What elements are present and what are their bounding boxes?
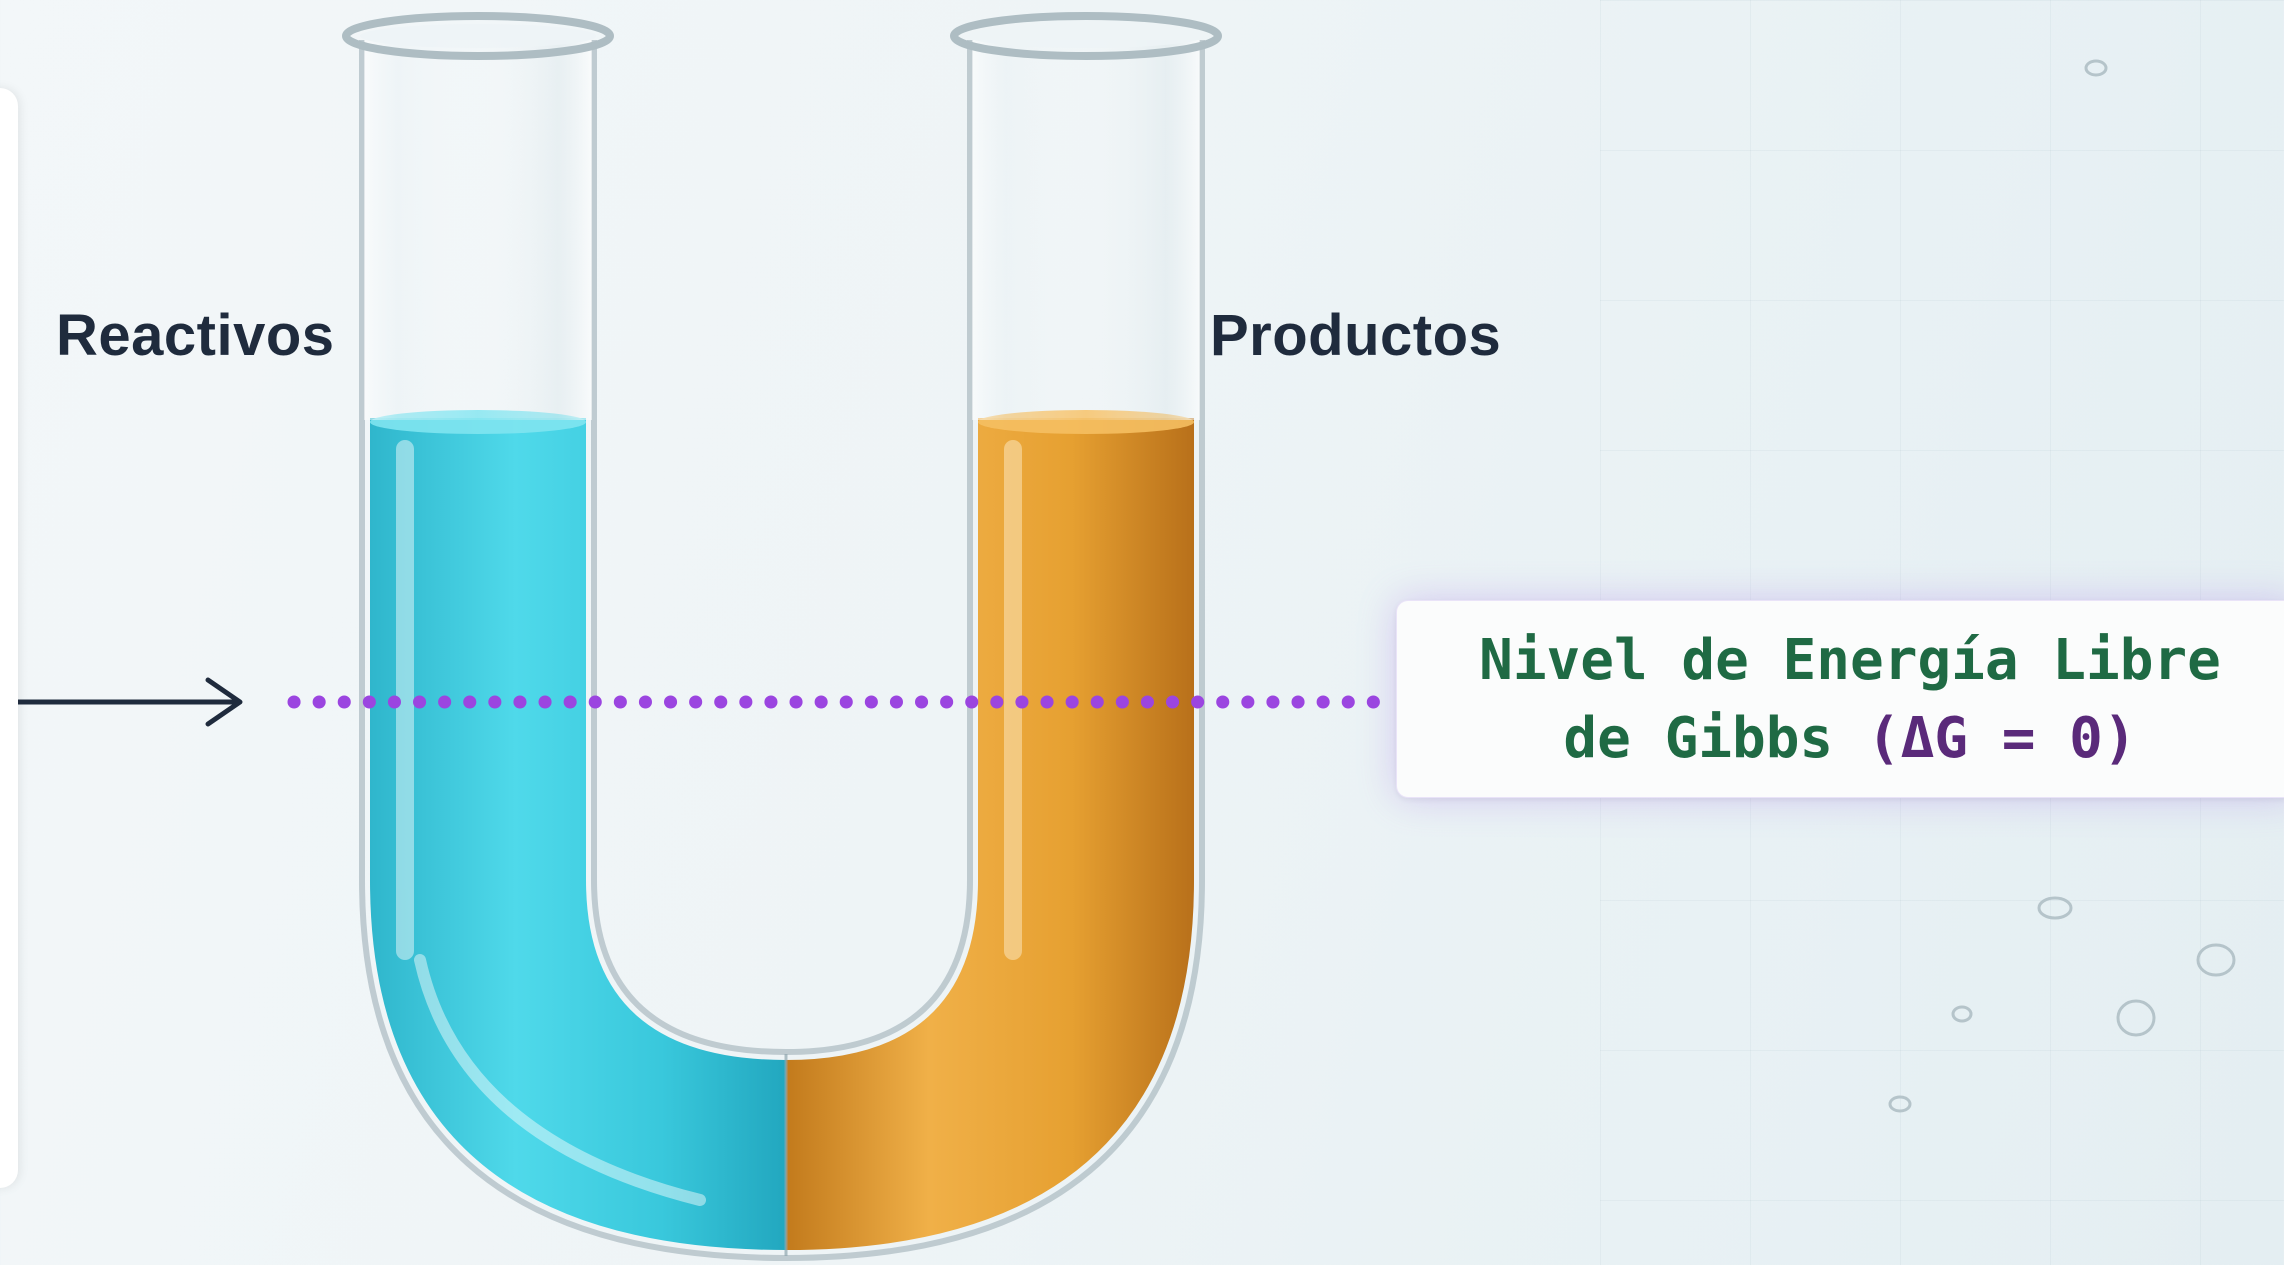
gibbs-energy-line1: Nivel de Energía Libre [1479, 628, 2221, 693]
gibbs-energy-line2: de Gibbs (ΔG = 0) [1420, 700, 2280, 778]
gibbs-energy-line2-prefix: de Gibbs [1563, 706, 1867, 771]
products-label: Productos [1210, 303, 1502, 368]
liquid-highlights [396, 440, 1022, 1206]
gibbs-equation: (ΔG = 0) [1866, 706, 2137, 771]
u-tube-icon [342, 12, 1222, 1262]
side-panel [0, 88, 18, 1188]
gibbs-energy-callout [1396, 600, 2284, 798]
gibbs-energy-text: Nivel de Energía Libre de Gibbs (ΔG = 0) [1420, 622, 2280, 778]
reactants-label: Reactivos [56, 303, 335, 368]
decorative-droplets [1888, 59, 2236, 1113]
arrow-right-icon [18, 677, 243, 727]
